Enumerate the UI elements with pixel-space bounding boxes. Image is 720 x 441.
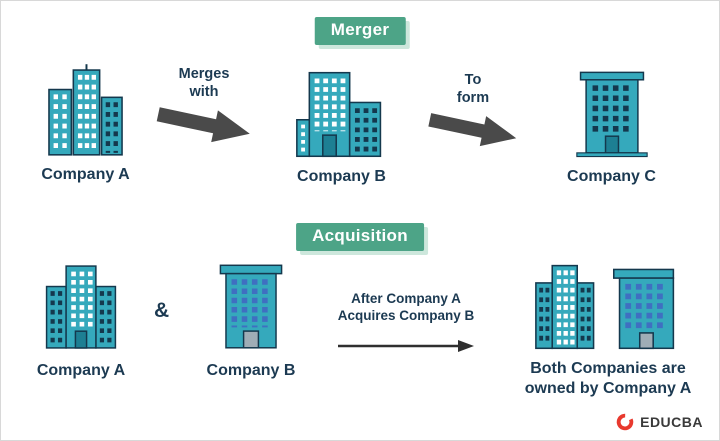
- educba-logo: EDUCBA: [615, 412, 703, 432]
- merger-company-b-group: Company B: [269, 65, 414, 186]
- acquisition-result-label-line1: Both Companies are: [530, 360, 686, 377]
- company-a-buildings-icon: [47, 64, 123, 156]
- acquisition-company-a-label: Company A: [36, 362, 126, 379]
- both-companies-buildings-icon: [535, 264, 675, 350]
- acquisition-company-a-building-icon: [41, 259, 121, 353]
- acquisition-company-b-label: Company B: [206, 362, 296, 379]
- company-b-building-icon: [293, 65, 391, 159]
- merger-company-c-group: Company C: [539, 65, 684, 186]
- acquisition-company-b-group: Company B: [185, 259, 317, 380]
- acquisition-arrow-icon: [338, 339, 474, 352]
- both-companies-buildings-icon: [533, 257, 683, 353]
- company-b-building-icon: [295, 71, 381, 158]
- merges-with-label-line2: with: [189, 84, 219, 101]
- merger-company-a-label: Company A: [41, 166, 130, 183]
- merger-arrow-2-icon: [428, 113, 517, 147]
- educba-logo-icon: [616, 413, 634, 431]
- company-a-buildings-icon: [47, 63, 124, 157]
- company-c-building-icon: [575, 65, 649, 159]
- merger-step-1: Merges with: [151, 65, 257, 143]
- educba-logo-text: EDUCBA: [640, 414, 703, 430]
- acquisition-arrow-label-line2: Acquires Company B: [337, 307, 475, 323]
- acquisition-company-a-building-icon: [45, 265, 117, 349]
- merger-step-2: To form: [421, 71, 525, 147]
- ampersand-label: &: [154, 299, 170, 322]
- acquisition-company-b-building-icon: [219, 264, 283, 349]
- acquisition-result-group: Both Companies are owned by Company A: [503, 257, 713, 399]
- acquisition-company-a-group: Company A: [15, 259, 147, 380]
- acquisition-result-label-line2: owned by Company A: [524, 380, 692, 397]
- merges-with-label-line1: Merges: [178, 66, 230, 82]
- merger-company-a-group: Company A: [13, 63, 158, 184]
- to-form-label-line1: To: [464, 72, 482, 88]
- company-c-building-icon: [575, 71, 648, 158]
- merger-company-c-label: Company C: [567, 168, 656, 185]
- acquisition-arrow-label-line1: After Company A: [351, 291, 461, 306]
- acquisition-step: After Company A Acquires Company B: [317, 291, 495, 354]
- acquisition-company-b-building-icon: [213, 259, 289, 353]
- merger-arrow-1-icon: [156, 107, 250, 143]
- merger-company-b-label: Company B: [297, 168, 386, 185]
- to-form-label-line2: form: [456, 90, 490, 107]
- acquisition-section-title: Acquisition: [296, 223, 424, 251]
- merger-section-title: Merger: [314, 17, 406, 45]
